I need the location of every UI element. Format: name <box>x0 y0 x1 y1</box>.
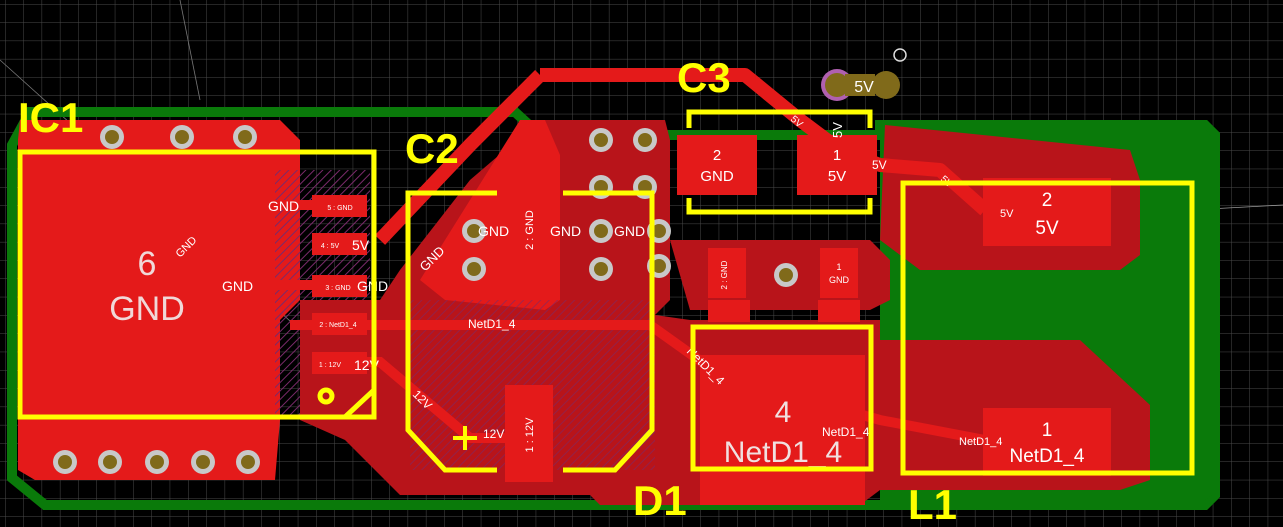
l1-pad2-net: 5V <box>1035 218 1059 239</box>
c3-designator: C3 <box>677 54 731 101</box>
c2-silkscreen-left <box>405 190 497 473</box>
c3-pad2-net: GND <box>700 168 734 185</box>
small-pad-right[interactable] <box>820 248 858 298</box>
via-hole <box>779 268 793 282</box>
via-hole <box>196 455 210 469</box>
d1-pad4-net: NetD1_4 <box>724 436 842 469</box>
c3-pad-1[interactable] <box>797 135 877 195</box>
c2-designator: C2 <box>405 125 459 172</box>
c2-pad-2[interactable] <box>505 180 553 277</box>
test-point-body <box>845 74 875 96</box>
via-hole <box>105 130 119 144</box>
via-hole <box>150 455 164 469</box>
c3-pad1-net: 5V <box>828 168 846 185</box>
test-point-label: 5V <box>854 79 874 96</box>
via-hole <box>652 259 666 273</box>
c3-silkscreen-top <box>686 109 873 128</box>
c3-silkscreen-bottom <box>686 198 873 215</box>
net-label-netd1: NetD1_4 <box>822 425 870 439</box>
ic1-pin-1[interactable] <box>312 352 367 374</box>
test-point-pad <box>825 73 849 97</box>
small-pad-right-net: GND <box>829 275 850 285</box>
net-label-5v: 5V <box>352 237 370 253</box>
ic1-pin-5[interactable] <box>312 195 367 217</box>
net-label-gnd: GND <box>222 278 253 294</box>
net-label-5v: 5V <box>1000 208 1014 220</box>
l1-pad1-net: NetD1_4 <box>1010 446 1085 467</box>
small-pad-left[interactable] <box>708 248 746 298</box>
net-label-gnd: GND <box>550 223 581 239</box>
via-hole <box>652 224 666 238</box>
net-label-gnd: GND <box>478 223 509 239</box>
net-label-gnd: GND <box>614 223 645 239</box>
small-pad-left-label: 2 : GND <box>720 260 729 289</box>
via-hole <box>103 455 117 469</box>
via-hole <box>467 224 481 238</box>
ic1-pin1-label: 1 : 12V <box>319 362 342 369</box>
via-hole <box>238 130 252 144</box>
via-hole <box>594 133 608 147</box>
c3-pad-2[interactable] <box>677 135 757 195</box>
test-point-pad-right <box>872 71 900 99</box>
cursor-marker <box>893 48 907 62</box>
ic1-pad6-net: GND <box>109 290 185 328</box>
d1-pad-tab-right[interactable] <box>818 300 860 322</box>
d1-pad-tab-left[interactable] <box>708 300 750 322</box>
via-hole <box>241 455 255 469</box>
net-label-12v: 12V <box>483 427 504 441</box>
d1-silkscreen <box>690 324 874 472</box>
net-label-netd1: NetD1_4 <box>959 436 1002 448</box>
net-label-gnd: GND <box>268 198 299 214</box>
ic1-pin-2[interactable] <box>312 313 367 335</box>
d1-pad-4[interactable] <box>700 355 865 505</box>
d1-designator: D1 <box>633 477 687 524</box>
ic1-pad6-number: 6 <box>138 245 157 283</box>
d1-pad4-number: 4 <box>775 396 792 429</box>
ic1-pin4-label: 4 : 5V <box>321 243 340 250</box>
ic1-pin-4[interactable] <box>312 233 367 255</box>
via-hole <box>175 130 189 144</box>
l1-pad-2[interactable] <box>983 178 1111 246</box>
net-label-netd1: NetD1_4 <box>468 317 516 331</box>
ic1-pin-3[interactable] <box>312 275 367 297</box>
c2-pin2-label: 2 : GND <box>524 210 536 250</box>
ic1-pin2-label: 2 : NetD1_4 <box>319 322 356 329</box>
l1-pad1-number: 1 <box>1042 420 1053 441</box>
net-label-5v: 5V <box>830 122 845 138</box>
c3-pad1-number: 1 <box>833 147 841 164</box>
ic1-pad-6[interactable] <box>22 158 272 413</box>
via-hole <box>594 224 608 238</box>
c2-silkscreen-right <box>563 190 655 473</box>
via-hole <box>467 262 481 276</box>
l1-pad2-number: 2 <box>1042 190 1053 211</box>
ic1-pin1-marker <box>317 387 335 405</box>
net-label-5v: 5V <box>872 158 887 172</box>
via-hole <box>58 455 72 469</box>
ic1-silkscreen-corner <box>343 152 377 419</box>
l1-designator: L1 <box>908 481 957 527</box>
c3-pad2-number: 2 <box>713 147 721 164</box>
ic1-designator: IC1 <box>18 94 83 141</box>
small-pad-right-number: 1 <box>836 262 841 272</box>
via-hole <box>594 262 608 276</box>
ic1-pin3-label: 3 : GND <box>325 285 350 292</box>
guide-line <box>179 0 201 101</box>
c2-pin1-label: 1 : 12V <box>524 417 536 453</box>
c2-pad-1[interactable] <box>505 385 553 482</box>
via-hole <box>638 133 652 147</box>
l1-pad-1[interactable] <box>983 408 1111 476</box>
ic1-pin5-label: 5 : GND <box>327 205 352 212</box>
l1-silkscreen <box>900 180 1195 476</box>
